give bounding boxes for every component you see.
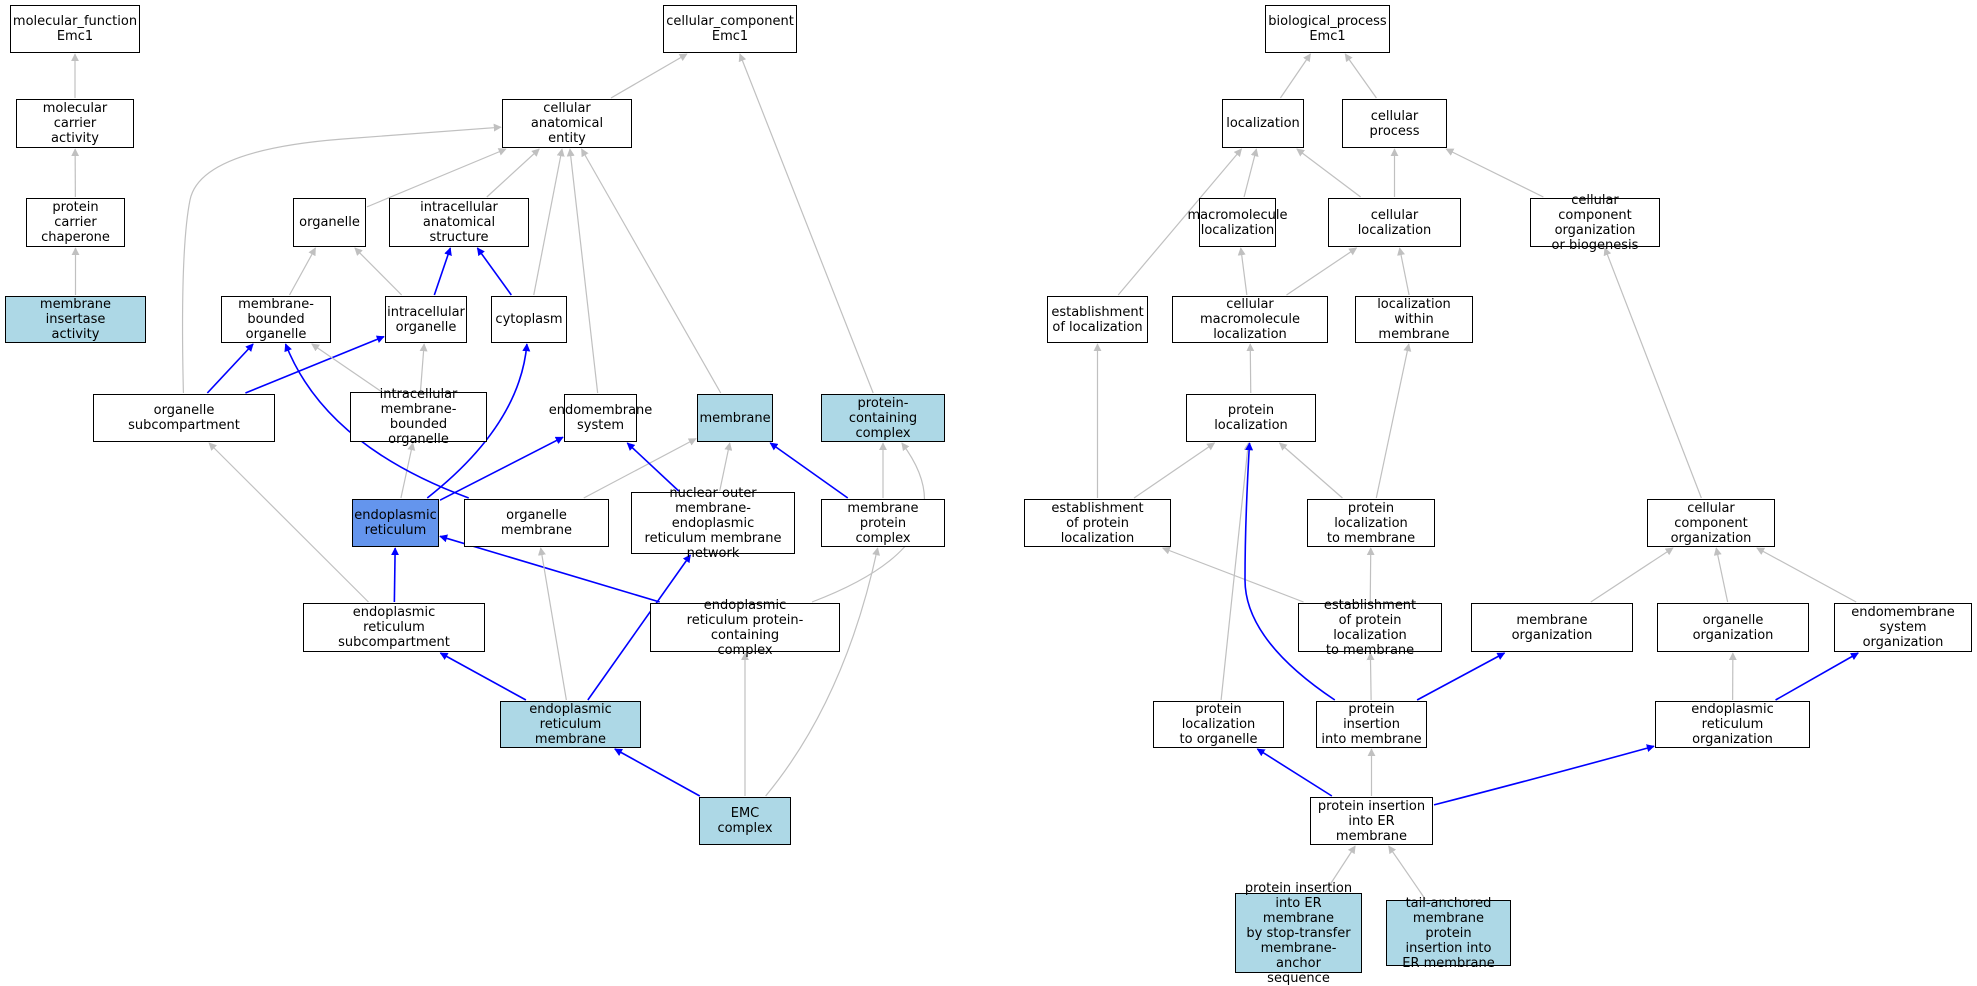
- term-node-intra-mem-bounded[interactable]: intracellular membrane-bounded organelle: [350, 392, 487, 442]
- term-node-mf-root[interactable]: molecular_function Emc1: [10, 5, 140, 53]
- term-node-er[interactable]: endoplasmic reticulum: [352, 499, 439, 547]
- term-node-intra-anat[interactable]: intracellular anatomical structure: [389, 198, 529, 247]
- term-node-estab-prot-loc[interactable]: establishment of protein localization: [1024, 499, 1171, 547]
- edge-is-a-cell-anat-to-cc-root: [611, 54, 687, 98]
- edge-is-a-localization-to-bp-root: [1280, 54, 1310, 98]
- term-node-cell-macro-loc[interactable]: cellular macromolecule localization: [1172, 296, 1328, 343]
- term-node-mem-org[interactable]: membrane organization: [1471, 603, 1633, 652]
- term-node-estab-loc[interactable]: establishment of localization: [1047, 296, 1148, 343]
- edge-part-of-prot-ins-er-to-er-org: [1434, 746, 1654, 805]
- term-node-organelle[interactable]: organelle: [293, 198, 366, 247]
- term-node-cc-root[interactable]: cellular_component Emc1: [663, 5, 797, 53]
- edge-is-a-estab-prot-loc-to-prot-loc: [1134, 443, 1214, 498]
- edge-part-of-er-org-to-endomem-org: [1776, 653, 1859, 700]
- edge-is-a-cc-org-biog-to-cell-process: [1446, 149, 1543, 197]
- edge-is-a-prot-loc-mem-to-loc-within-mem: [1376, 344, 1409, 498]
- edge-is-a-intra-anat-to-cell-anat: [487, 149, 539, 197]
- edge-is-a-mem-org-to-cc-org: [1591, 548, 1673, 602]
- edge-is-a-cell-process-to-bp-root: [1345, 54, 1376, 98]
- edge-is-a-mem-bounded-to-organelle: [290, 248, 316, 295]
- term-node-prot-loc[interactable]: protein localization: [1186, 394, 1316, 442]
- term-node-macro-loc[interactable]: macromolecule localization: [1199, 198, 1276, 247]
- edge-part-of-org-subcomp-to-intra-org: [245, 337, 384, 393]
- term-node-intra-org[interactable]: intracellular organelle: [385, 296, 467, 343]
- term-node-prot-complex[interactable]: protein-containing complex: [821, 394, 945, 442]
- edge-is-a-prot-loc-mem-to-prot-loc: [1280, 443, 1343, 498]
- term-node-cell-process[interactable]: cellular process: [1342, 99, 1447, 148]
- term-node-prot-loc-mem[interactable]: protein localization to membrane: [1307, 499, 1435, 547]
- term-node-mem-prot-complex[interactable]: membrane protein complex: [821, 499, 945, 547]
- term-node-er-prot-complex[interactable]: endoplasmic reticulum protein-containing…: [650, 603, 840, 652]
- term-node-org-subcomp[interactable]: organelle subcompartment: [93, 394, 275, 442]
- term-node-cc-org-biog[interactable]: cellular component organization or bioge…: [1530, 198, 1660, 247]
- term-node-cc-org[interactable]: cellular component organization: [1647, 499, 1775, 547]
- edge-is-a-cc-org-to-cc-org-biog: [1605, 248, 1702, 498]
- term-node-cell-anat[interactable]: cellular anatomical entity: [502, 99, 632, 148]
- edge-is-a-organelle-org-to-cc-org: [1716, 548, 1727, 602]
- edge-is-a-er-subcomp-to-org-subcomp: [209, 443, 368, 602]
- edge-part-of-intra-org-to-intra-anat: [434, 248, 450, 295]
- edge-is-a-estab-prot-loc-mem-to-prot-loc-mem: [1370, 548, 1371, 602]
- edge-is-a-prot-ins-mem-to-estab-prot-loc-mem: [1370, 653, 1371, 700]
- term-node-cytoplasm[interactable]: cytoplasm: [491, 296, 567, 343]
- edge-is-a-nuc-outer-to-membrane: [720, 443, 730, 491]
- edge-is-a-macro-loc-to-localization: [1244, 149, 1256, 197]
- edge-is-a-intra-mem-bounded-to-mem-bounded: [312, 344, 381, 391]
- term-node-mem-insertase[interactable]: membrane insertase activity: [5, 296, 146, 343]
- term-node-emc-complex[interactable]: EMC complex: [699, 797, 791, 845]
- term-node-endomem-sys[interactable]: endomembrane system: [564, 394, 637, 442]
- edge-is-a-emc-complex-to-mem-prot-complex: [766, 548, 878, 796]
- term-node-er-org[interactable]: endoplasmic reticulum organization: [1655, 701, 1810, 748]
- term-node-mol-carrier[interactable]: molecular carrier activity: [16, 99, 134, 148]
- term-node-er-membrane[interactable]: endoplasmic reticulum membrane: [500, 701, 641, 748]
- term-node-er-subcomp[interactable]: endoplasmic reticulum subcompartment: [303, 603, 485, 652]
- edge-is-a-cytoplasm-to-cell-anat: [534, 149, 562, 295]
- term-node-prot-ins-er[interactable]: protein insertion into ER membrane: [1310, 797, 1433, 845]
- edge-is-a-prot-complex-to-cc-root: [740, 54, 873, 393]
- edge-part-of-nuc-outer-to-endomem-sys: [627, 443, 678, 491]
- edge-is-a-loc-within-mem-to-cell-loc: [1400, 248, 1409, 295]
- term-node-endomem-org[interactable]: endomembrane system organization: [1834, 603, 1972, 652]
- edge-part-of-er-subcomp-to-er: [394, 548, 395, 602]
- edge-is-a-endomem-sys-to-cell-anat: [570, 149, 598, 393]
- term-node-nuc-outer[interactable]: nuclear outer membrane-endoplasmic retic…: [631, 492, 795, 554]
- term-node-bp-root[interactable]: biological_process Emc1: [1265, 5, 1390, 53]
- edge-part-of-emc-complex-to-er-membrane: [615, 749, 700, 796]
- edge-is-a-endomem-org-to-cc-org: [1757, 548, 1856, 602]
- term-node-cell-loc[interactable]: cellular localization: [1328, 198, 1461, 247]
- term-node-mem-bounded[interactable]: membrane-bounded organelle: [221, 296, 331, 343]
- edge-is-a-cell-macro-loc-to-macro-loc: [1241, 248, 1247, 295]
- edge-is-a-tail-anchored-to-prot-ins-er: [1389, 846, 1425, 899]
- term-node-localization[interactable]: localization: [1222, 99, 1304, 148]
- term-node-prot-carrier[interactable]: protein carrier chaperone: [26, 198, 125, 247]
- term-node-organelle-org[interactable]: organelle organization: [1657, 603, 1809, 652]
- edge-part-of-org-subcomp-to-mem-bounded: [207, 344, 253, 393]
- term-node-loc-within-mem[interactable]: localization within membrane: [1355, 296, 1473, 343]
- edge-part-of-prot-ins-mem-to-mem-org: [1417, 653, 1504, 700]
- edge-is-a-cell-macro-loc-to-cell-loc: [1286, 248, 1356, 295]
- term-node-prot-loc-org[interactable]: protein localization to organelle: [1153, 701, 1284, 748]
- edge-part-of-prot-ins-mem-to-prot-loc: [1245, 443, 1335, 700]
- term-node-stop-transfer[interactable]: protein insertion into ER membrane by st…: [1235, 893, 1362, 973]
- edge-is-a-intra-org-to-organelle: [355, 248, 402, 295]
- term-node-prot-ins-mem[interactable]: protein insertion into membrane: [1316, 701, 1427, 748]
- term-node-membrane[interactable]: membrane: [697, 394, 773, 442]
- edge-part-of-cytoplasm-to-intra-anat: [477, 248, 511, 295]
- term-node-tail-anchored[interactable]: tail-anchored membrane protein insertion…: [1386, 900, 1511, 966]
- term-node-estab-prot-loc-mem[interactable]: establishment of protein localization to…: [1298, 603, 1442, 652]
- edge-part-of-prot-ins-er-to-prot-loc-org: [1257, 749, 1332, 796]
- edge-is-a-cell-loc-to-localization: [1297, 149, 1361, 197]
- edge-is-a-membrane-to-cell-anat: [582, 149, 721, 393]
- edge-part-of-er-membrane-to-er-subcomp: [440, 653, 526, 700]
- term-node-org-membrane[interactable]: organelle membrane: [464, 499, 609, 547]
- edge-is-a-intra-mem-bounded-to-intra-org: [421, 344, 425, 391]
- edge-is-a-estab-prot-loc-mem-to-estab-prot-loc: [1163, 548, 1304, 602]
